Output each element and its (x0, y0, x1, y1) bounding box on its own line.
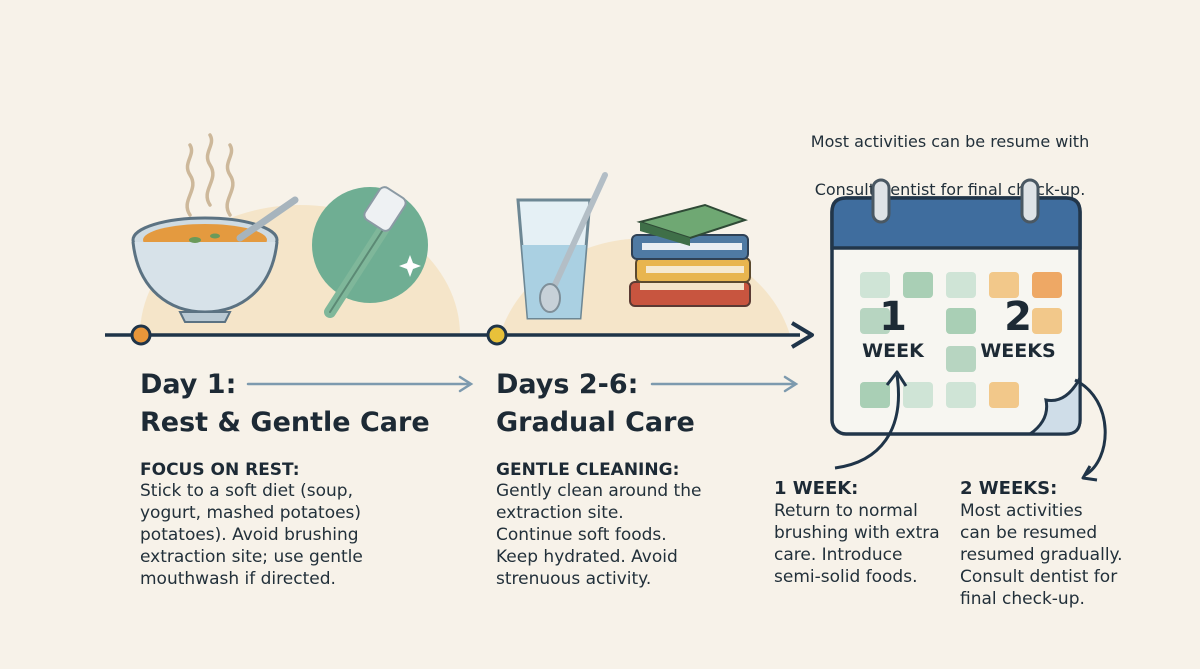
week1-heading: 1 WEEK: (774, 478, 859, 499)
stage-day2-body: Gently clean around the extraction site.… (496, 481, 702, 589)
books-icon (629, 203, 751, 307)
stage-day2-title-line2: Gradual Care (496, 407, 695, 438)
steam-icon (185, 133, 235, 217)
stage-day2-heading: GENTLE CLEANING: (496, 460, 680, 480)
timeline-arrowhead (790, 321, 814, 349)
soup-bowl-icon (131, 196, 299, 323)
week2-heading: 2 WEEKS: (960, 478, 1058, 499)
water-glass-icon (516, 172, 608, 320)
top-note-line2: Consult dentist for final check-up. (814, 180, 1086, 199)
stage-day2-title-line1: Days 2-6: (496, 369, 639, 400)
day1-marker (130, 324, 152, 346)
top-note-line1: Most activities can be resume with (810, 132, 1090, 151)
week1-curve-arrow (834, 374, 900, 470)
day1-arrow (246, 375, 474, 393)
week2-curve-arrowhead (1081, 465, 1098, 482)
stage-day1-title-line1: Day 1: (140, 369, 237, 400)
stage-day1: Day 1: Rest & Gentle Care (140, 366, 430, 442)
stage-day2: Days 2-6: Gradual Care (496, 366, 695, 442)
top-note: Most activities can be resume with Consu… (780, 106, 1120, 202)
calendar-week1-label: WEEK (862, 340, 924, 362)
week1-curve-arrowhead (885, 370, 908, 387)
day2-marker (486, 324, 508, 346)
calendar-week2-number: 2 (1004, 294, 1032, 340)
calendar-tiles (860, 272, 1062, 408)
calendar-week1-number: 1 (879, 294, 907, 340)
calendar-week2-label: WEEKS (980, 340, 1056, 362)
calendar-icon (830, 178, 1082, 436)
day2-arrow (650, 375, 799, 393)
week2-body: Most activities can be resumed resumed g… (960, 501, 1123, 609)
stage-day1-body: Stick to a soft diet (soup, yogurt, mash… (140, 481, 363, 589)
stage-day1-heading: FOCUS ON REST: (140, 460, 300, 480)
week1-body: Return to normal brushing with extra car… (774, 501, 940, 587)
week2-curve-arrow (1074, 378, 1107, 477)
stage-day1-title-line2: Rest & Gentle Care (140, 407, 430, 438)
toothbrush-icon (312, 186, 428, 318)
